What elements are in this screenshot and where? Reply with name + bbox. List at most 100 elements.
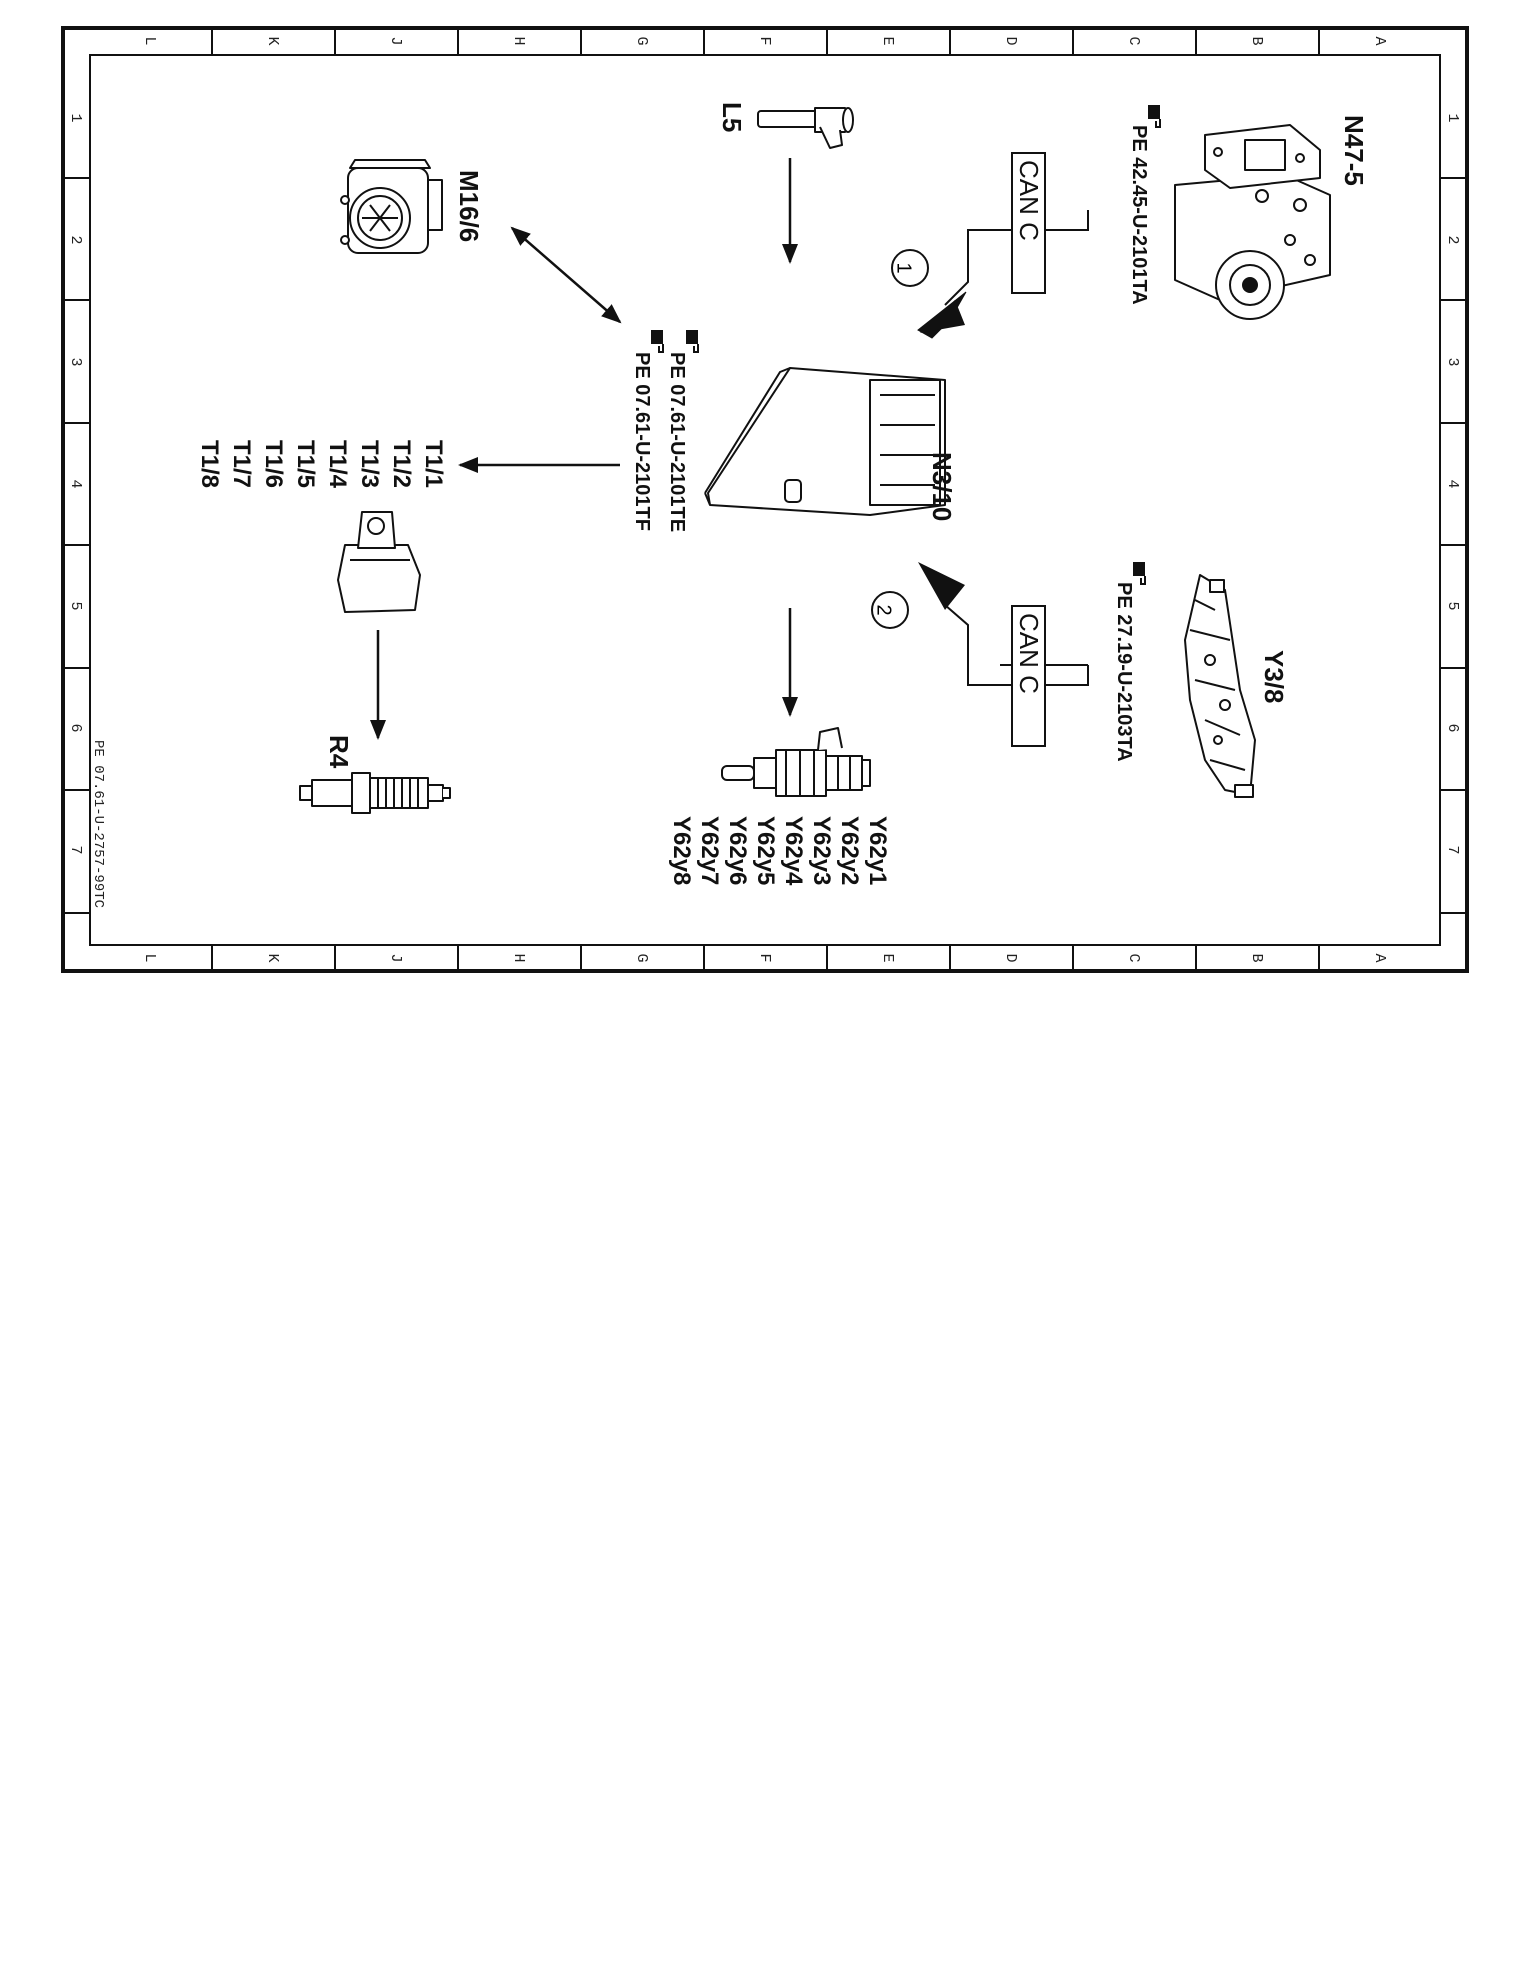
hand-pointer-icon (1148, 105, 1161, 128)
coil-label: T1/1 (420, 440, 447, 488)
can-number-2: 2 (873, 604, 895, 615)
diagram-frame (61, 26, 1469, 973)
throttle-drawing (340, 159, 443, 254)
coil-label: T1/4 (324, 440, 351, 489)
grid-number: 2 (67, 235, 84, 244)
spark-plug: R4 (299, 735, 451, 814)
coil-label: T1/2 (388, 440, 415, 488)
hand-pointer-icon (651, 330, 664, 353)
can-number-badge-2 (871, 591, 909, 629)
grid-letter: B (1248, 36, 1265, 45)
grid-letter: A (1371, 36, 1388, 45)
transmission-drawing (1184, 574, 1256, 798)
coil-label: T1/5 (292, 440, 319, 488)
trans-ref-row: PE 27.19-U-2103TA (1113, 562, 1146, 762)
can-bus-2: CAN C 2 (871, 562, 1089, 747)
grid-number: 6 (1444, 723, 1461, 732)
grid-letter: H (510, 953, 527, 962)
injector-label: Y62y2 (836, 816, 863, 885)
ecu-drawing (704, 367, 946, 516)
spark-plug-drawing (299, 772, 451, 814)
grid-letter: G (633, 953, 650, 962)
ecu-label: N3/10 (927, 452, 957, 521)
grid-letter: F (756, 36, 773, 45)
grid-number: 5 (67, 601, 84, 610)
grid-letter: E (879, 36, 896, 45)
grid-letter: L (141, 36, 158, 45)
hand-pointer-icon (686, 330, 699, 353)
grid-letter: F (756, 953, 773, 962)
can-c-label-1: CAN C (1014, 160, 1044, 241)
crank-sensor: L5 (717, 102, 854, 264)
can-c-box-1 (1011, 152, 1046, 294)
ecu-ref-row: PE 07.61-U-2101TE PE 07.61-U-2101TF (631, 330, 699, 532)
injector-drawing (721, 727, 871, 797)
can-number-1: 1 (893, 262, 915, 273)
coil-label: T1/6 (260, 440, 287, 488)
ecu-ref-text-1: PE 07.61-U-2101TE (666, 352, 688, 532)
transmission-control-unit: Y3/8 PE 27.19-U-2103TA (1113, 562, 1289, 798)
grid-number: 2 (1444, 235, 1461, 244)
grid-number: 7 (1444, 845, 1461, 854)
can-c-label-2: CAN C (1014, 613, 1044, 694)
grid-letter: D (1002, 36, 1019, 45)
grid-ticks (63, 28, 1467, 971)
throttle-actuator: M16/6 (340, 159, 622, 324)
grid-letter: G (633, 36, 650, 45)
grid-numbers-right: 1 2 3 4 5 6 7 (1444, 113, 1461, 854)
grid-number: 5 (1444, 601, 1461, 610)
abs-unit-label: N47-5 (1339, 115, 1369, 186)
injector-label: Y62y5 (752, 816, 779, 885)
abs-unit-drawing (1174, 124, 1331, 320)
grid-letter: D (1002, 953, 1019, 962)
grid-letter: K (264, 953, 281, 962)
can-bus-1: CAN C 1 (891, 152, 1089, 339)
grid-letter: J (387, 36, 404, 45)
abs-ref-text: PE 42.45-U-2101TA (1128, 125, 1150, 305)
transmission-label: Y3/8 (1259, 650, 1289, 704)
arrow-ecu-throttle (510, 226, 622, 324)
grid-number: 4 (1444, 479, 1461, 488)
grid-letter: L (141, 953, 158, 962)
grid-number: 1 (1444, 113, 1461, 122)
grid-letters-top: L K J H G F E D C B A (141, 36, 1388, 45)
injector-group: Y62y1 Y62y2 Y62y3 Y62y4 Y62y5 Y62y6 Y62y… (668, 608, 891, 886)
injector-label: Y62y6 (724, 816, 751, 885)
grid-letter: B (1248, 953, 1265, 962)
abs-ref-row: PE 42.45-U-2101TA (1128, 105, 1161, 305)
grid-number: 1 (67, 113, 84, 122)
spark-plug-label: R4 (324, 735, 354, 769)
ignition-coil-drawing (337, 511, 421, 613)
can-c-box-2 (1011, 605, 1046, 747)
hand-pointer-icon (1133, 562, 1146, 585)
grid-letters-bottom: L K J H G F E D C B A (141, 953, 1388, 962)
injector-label: Y62y4 (780, 816, 807, 886)
crank-sensor-label: L5 (717, 102, 747, 132)
ecu-ref-text-2: PE 07.61-U-2101TF (631, 352, 653, 531)
grid-numbers-left: 1 2 3 4 5 6 7 (67, 113, 84, 854)
injector-label: Y62y7 (696, 816, 723, 885)
ignition-coil-group: T1/1 T1/2 T1/3 T1/4 T1/5 T1/6 T1/7 T1/8 (196, 440, 620, 740)
coil-label: T1/7 (228, 440, 255, 488)
crank-sensor-drawing (757, 107, 854, 149)
grid-number: 7 (67, 845, 84, 854)
grid-letter: C (1125, 953, 1142, 962)
injector-label: Y62y8 (668, 816, 695, 885)
injector-label: Y62y1 (864, 816, 891, 885)
grid-letter: J (387, 953, 404, 962)
trans-ref-text: PE 27.19-U-2103TA (1113, 582, 1135, 762)
abs-control-unit: N47-5 PE 42.45-U-2101TA (1128, 105, 1369, 320)
grid-number: 6 (67, 723, 84, 732)
can-number-badge-1 (891, 249, 929, 287)
grid-number: 4 (67, 479, 84, 488)
coil-label: T1/3 (356, 440, 383, 488)
grid-number: 3 (1444, 357, 1461, 366)
grid-letter: A (1371, 953, 1388, 962)
grid-letter: C (1125, 36, 1142, 45)
engine-control-unit: N3/10 PE 07.61-U-2101TE PE 07.61-U-2101T… (631, 330, 957, 532)
grid-letter: K (264, 36, 281, 45)
throttle-label: M16/6 (454, 170, 484, 242)
drawing-ref-code: PE 07.61-U-2757-99TC (90, 740, 106, 908)
grid-number: 3 (67, 357, 84, 366)
